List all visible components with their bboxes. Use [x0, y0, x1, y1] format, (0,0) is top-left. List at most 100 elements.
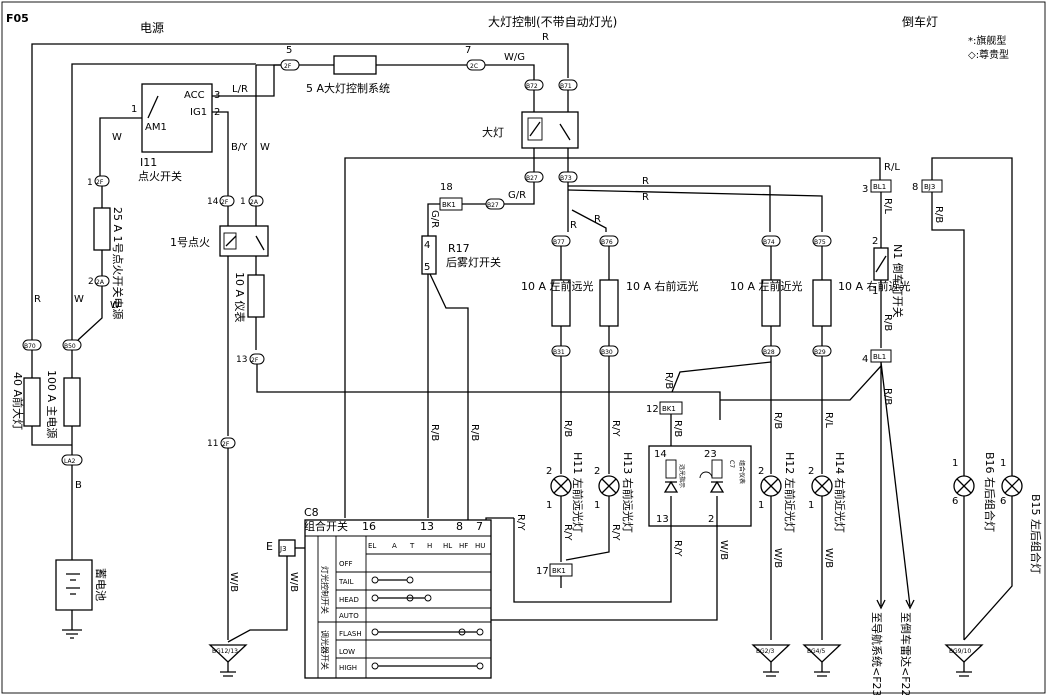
lamp-pin: 1: [758, 500, 764, 511]
lamp-h12-label: H12 左前近光灯: [783, 452, 797, 533]
connector-2f: [219, 195, 235, 207]
connector-code: BK1: [552, 567, 566, 575]
connector-code: B28: [763, 349, 775, 356]
wire-label: W/B: [823, 548, 834, 568]
ground-bg12-13: [208, 644, 248, 677]
wire: [670, 496, 718, 526]
wire-label: R/B: [772, 412, 783, 429]
destination-radar: 至倒车雷达<F22>◇: [899, 612, 913, 695]
wire-label: G/R: [429, 210, 440, 228]
lamp-h13: [598, 475, 620, 497]
connector-pin: 14: [207, 197, 219, 207]
connector-code: B71: [560, 83, 572, 90]
fuse-5a: [333, 55, 377, 75]
section-power-title: 电源: [140, 21, 164, 35]
connector-pin: 12: [646, 404, 659, 415]
wire-label: R/B: [562, 420, 573, 437]
combo-grid: [318, 553, 491, 659]
wire-lr: [212, 64, 281, 97]
combo-column-header: T: [409, 542, 415, 550]
relay-ig1-label: 1号点火: [170, 236, 210, 249]
lamp-b15-label: B15 左后组合灯: [1029, 494, 1043, 574]
connector-code: BK1: [662, 405, 676, 413]
connector-code: B73: [560, 175, 572, 182]
connector-code: 2F: [251, 357, 259, 364]
wire: [560, 326, 823, 346]
reverse-switch-label: N1 倒车灯开关: [891, 244, 905, 318]
wire-wb-combo: [227, 556, 288, 643]
combo-meter: [648, 445, 752, 527]
lamp-h11-label: H11 左前远光灯: [571, 452, 585, 533]
lamp-pin: 6: [1000, 496, 1006, 507]
lamp-h12: [760, 475, 782, 497]
battery: [55, 559, 93, 639]
lamp-pin: 1: [1000, 458, 1006, 469]
wire-label: W: [112, 132, 122, 143]
wire-ry-h13: [565, 496, 610, 561]
relay-coil: [527, 117, 543, 141]
lamp-h13-label: H13 右前远光灯: [621, 452, 635, 533]
combo-connector-code: J3: [279, 545, 287, 553]
wire-label: W/G: [504, 52, 525, 63]
wire-label: R/B: [663, 372, 674, 389]
destination-nav: 至导航系统<F23>*: [870, 612, 884, 695]
lamp-pin: 1: [808, 500, 814, 511]
combo-row-label: FLASH: [339, 630, 362, 638]
connector-code: B30: [601, 349, 613, 356]
connector-code: B77: [553, 239, 565, 246]
meter-pin: 14: [654, 449, 667, 460]
rear-fog-switch-name: 后雾灯开关: [446, 255, 501, 269]
lamp-h14: [811, 475, 833, 497]
connector-code: B74: [763, 239, 775, 246]
arrow-icon: [876, 599, 915, 610]
connector-code: 2F: [221, 199, 229, 206]
fuse-10a-meter: [247, 274, 265, 318]
indicator-led: [663, 480, 679, 493]
ignition-ig1-label: IG1: [190, 107, 207, 118]
ground-bg9-10: [944, 644, 984, 677]
wire-gnd-rear: [963, 496, 1013, 641]
ground-bg2-3: [751, 644, 791, 677]
connector-pin: 4: [862, 354, 868, 365]
wire: [533, 148, 569, 172]
wire: [560, 246, 823, 280]
page-id: F05: [6, 12, 29, 25]
lamp-b16: [953, 475, 975, 497]
connector-pin: 17: [536, 566, 549, 577]
connector-pin: 2: [88, 277, 94, 287]
connector-code: 2A: [96, 279, 105, 286]
wire-meter-feed: [256, 364, 721, 420]
connector-code: 2F: [96, 179, 104, 186]
fuse-25a: [93, 207, 111, 251]
fuse-5a-label: 5 A大灯控制系统: [306, 81, 390, 95]
combo-switch-name: 组合开关: [304, 519, 348, 533]
wire-label: R: [594, 214, 601, 225]
switch-pin: 2: [872, 236, 878, 247]
ground-bg4-5: [802, 644, 842, 677]
ignition-switch-name: 点火开关: [138, 169, 182, 183]
connector-code: B70: [24, 343, 36, 350]
combo-switch-id: C8: [304, 506, 319, 519]
wire-label: R/Y: [672, 540, 683, 557]
fuse-100a-label: 100 A 主电源: [45, 370, 59, 439]
fuse-lh-low-label: 10 A 左前近光: [730, 279, 803, 293]
combo-row-label: OFF: [339, 560, 353, 568]
connector-2c: [466, 59, 486, 71]
fuse-rh-low: [812, 279, 832, 327]
wire-rl-top: [344, 157, 881, 518]
wire-label: W: [260, 142, 270, 153]
legend-flagship: *:旗舰型: [968, 34, 1006, 47]
wire-w-am1: [99, 117, 142, 176]
wire-label: R/B: [882, 388, 893, 405]
fuse-10a-meter-label: 10 A 仪表: [233, 272, 247, 323]
relay-headlight: [521, 111, 579, 149]
combo-column-header: HL: [443, 542, 452, 550]
lamp-pin: 1: [546, 500, 552, 511]
ignition-pin: 1: [131, 104, 137, 115]
wire-label: R: [570, 220, 577, 231]
combo-grid: [317, 536, 367, 678]
fuse-rh-high: [599, 279, 619, 327]
connector-code: B29: [814, 349, 826, 356]
